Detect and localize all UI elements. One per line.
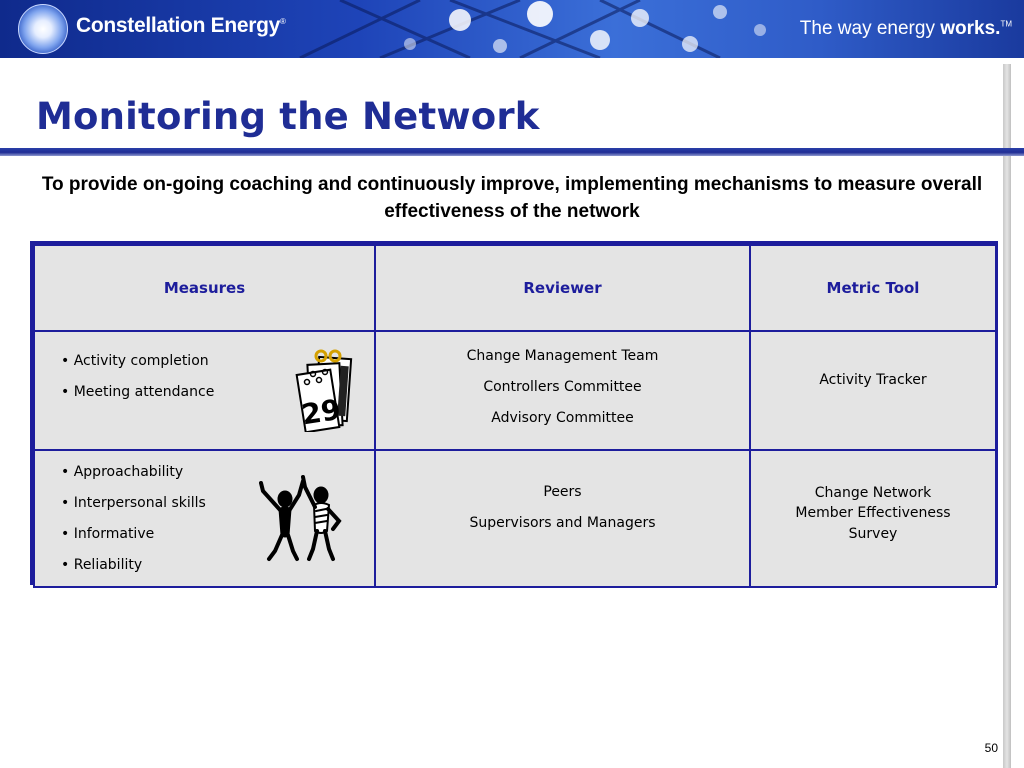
- slide-intro: To provide on-going coaching and continu…: [41, 174, 983, 222]
- table-header-row: Measures Reviewer Metric Tool: [33, 244, 997, 332]
- reviewer-cell: Peers Supervisors and Managers: [374, 449, 751, 588]
- slide-title: Monitoring the Network: [36, 95, 540, 138]
- metric-tool-cell: Activity Tracker: [749, 330, 997, 451]
- measure-item: Interpersonal skills: [61, 488, 374, 519]
- metric-tool-item: Survey: [848, 525, 898, 542]
- metric-tool-item: Member Effectiveness: [795, 505, 951, 522]
- header-banner: Constellation Energy® The way energy wor…: [0, 0, 1024, 58]
- header-measures: Measures: [33, 244, 376, 332]
- metric-tool-item: Change Network: [814, 484, 932, 501]
- right-decorative-bar: [1003, 64, 1011, 768]
- people-cheering-icon: [259, 475, 342, 561]
- calendar-icon: 29: [295, 349, 353, 432]
- reviewer-item: Advisory Committee: [491, 410, 634, 426]
- tagline: The way energy works.TM: [799, 18, 1012, 39]
- measure-item: Activity completion: [61, 346, 374, 377]
- metric-tool-item: Activity Tracker: [819, 372, 927, 388]
- header-reviewer: Reviewer: [374, 244, 751, 332]
- reviewer-item: Controllers Committee: [483, 379, 642, 395]
- measure-item: Approachability: [61, 457, 374, 488]
- measures-table: Measures Reviewer Metric Tool Activity c…: [30, 241, 998, 588]
- measure-item: Meeting attendance: [61, 377, 374, 408]
- reviewer-item: Change Management Team: [466, 348, 659, 364]
- brand-name: Constellation Energy®: [76, 14, 286, 37]
- page-number: 50: [984, 741, 998, 755]
- reviewer-item: Supervisors and Managers: [469, 514, 656, 531]
- reviewer-cell: Change Management Team Controllers Commi…: [374, 330, 751, 451]
- table-row: Approachability Interpersonal skills Inf…: [33, 449, 997, 588]
- measures-cell: Activity completion Meeting attendance: [33, 330, 376, 451]
- measures-cell: Approachability Interpersonal skills Inf…: [33, 449, 376, 588]
- title-underline: [0, 148, 1024, 156]
- calendar-day: 29: [299, 393, 343, 432]
- header-metric-tool: Metric Tool: [749, 244, 997, 332]
- measure-item: Informative: [61, 519, 374, 550]
- logo-starburst-icon: [18, 4, 68, 54]
- metric-tool-cell: Change Network Member Effectiveness Surv…: [749, 449, 997, 588]
- reviewer-item: Peers: [543, 483, 582, 500]
- banner-network-graphic: [299, 0, 766, 58]
- table-row: Activity completion Meeting attendance: [33, 330, 997, 451]
- measure-item: Reliability: [61, 550, 374, 581]
